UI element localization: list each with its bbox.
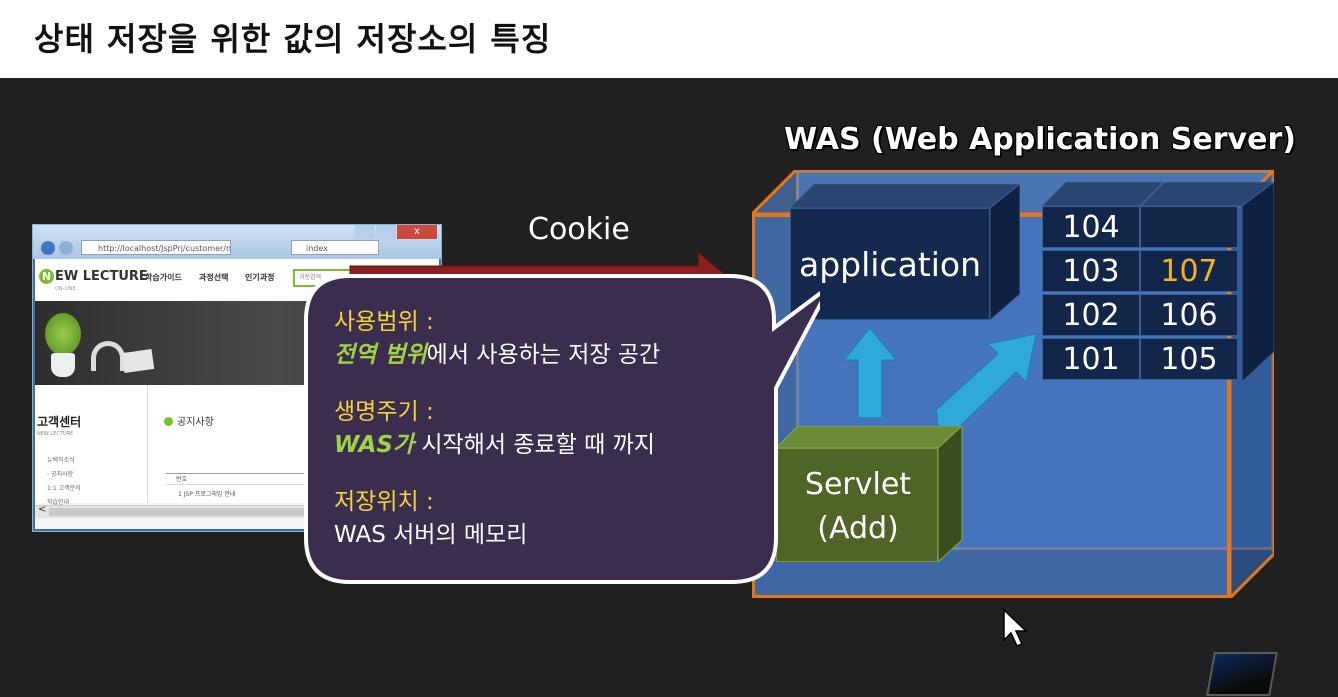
logo-letter: N — [39, 269, 54, 284]
papers-image — [122, 349, 154, 373]
presentation-screen-icon — [1206, 652, 1278, 696]
scope-value: 전역 범위에서 사용하는 저장 공간 — [334, 339, 764, 372]
spacer — [334, 372, 764, 396]
location-label: 저장위치 : — [334, 486, 764, 519]
diagonal-arrow-icon — [936, 334, 1036, 430]
logo-text: EW LECTURE — [55, 269, 148, 284]
minimize-button[interactable] — [355, 225, 375, 239]
grid-cell: 103 — [1042, 250, 1140, 292]
plant-image — [45, 313, 81, 355]
cookie-label: Cookie — [528, 212, 630, 247]
forward-icon[interactable] — [59, 241, 73, 255]
maximize-button[interactable] — [376, 225, 396, 239]
menu-item-guide[interactable]: 학습가이드 — [145, 272, 182, 283]
slide-title: 상태 저장을 위한 값의 저장소의 특징 — [34, 14, 551, 60]
application-box: application — [790, 208, 990, 320]
sidebar-item-notice[interactable]: - 공지사항 — [47, 469, 73, 478]
sidebar-item-inquiry[interactable]: 1:1 고객문의 — [47, 483, 81, 492]
logo-subtitle: ON-LINE — [55, 286, 76, 292]
customer-center-sidebar: 고객센터 NEW LECTURE 뉴렉처소식 - 공지사항 1:1 고객문의 학… — [35, 385, 148, 503]
scroll-left-icon[interactable]: < — [38, 504, 46, 515]
callout-text: 사용범위 : 전역 범위에서 사용하는 저장 공간 생명주기 : WAS가 시작… — [334, 306, 764, 552]
application-box-side — [990, 184, 1020, 320]
lifecycle-rest: 시작해서 종료할 때 까지 — [414, 432, 655, 458]
grid-cell: 104 — [1042, 206, 1140, 248]
storage-grid: 104 103 107 102 106 101 105 — [1042, 206, 1242, 382]
lifecycle-label: 생명주기 : — [334, 396, 764, 429]
sidebar-subtitle: NEW LECTURE — [37, 431, 73, 437]
grid-cell: 101 — [1042, 338, 1140, 380]
lifecycle-value: WAS가 시작해서 종료할 때 까지 — [334, 429, 764, 462]
back-icon[interactable] — [41, 241, 55, 255]
menu-item-popular[interactable]: 인기과정 — [245, 272, 274, 283]
title-bar: 상태 저장을 위한 값의 저장소의 특징 — [0, 0, 1338, 78]
grid-cell: 102 — [1042, 294, 1140, 336]
up-arrow-icon — [844, 328, 896, 418]
sidebar-title: 고객센터 — [37, 413, 81, 430]
was-title: WAS (Web Application Server) — [784, 122, 1296, 157]
grid-cell: 106 — [1140, 294, 1238, 336]
menu-item-course[interactable]: 과정선택 — [199, 272, 228, 283]
application-box-top — [790, 184, 1020, 208]
scope-label: 사용범위 : — [334, 306, 764, 339]
lifecycle-emphasis: WAS가 — [334, 432, 414, 458]
mouse-cursor-icon — [1002, 608, 1030, 650]
scrollbar-thumb[interactable] — [49, 508, 309, 516]
scope-emphasis: 전역 범위 — [334, 342, 427, 368]
address-bar[interactable]: http://localhost/JspPrj/customer/notice.… — [81, 240, 231, 255]
sidebar-item-news[interactable]: 뉴렉처소식 — [47, 455, 75, 464]
spacer — [334, 462, 764, 486]
grid-cell: 105 — [1140, 338, 1238, 380]
grid-cell-highlight: 107 — [1140, 250, 1238, 292]
close-button[interactable]: x — [397, 225, 437, 239]
cyan-arrows — [840, 318, 1040, 430]
notice-title: 공지사항 — [164, 413, 214, 428]
grid-cell — [1140, 206, 1238, 248]
pot-image — [51, 353, 75, 377]
scope-rest: 에서 사용하는 저장 공간 — [427, 342, 661, 368]
location-value: WAS 서버의 메모리 — [334, 519, 764, 552]
headset-image — [91, 341, 125, 371]
